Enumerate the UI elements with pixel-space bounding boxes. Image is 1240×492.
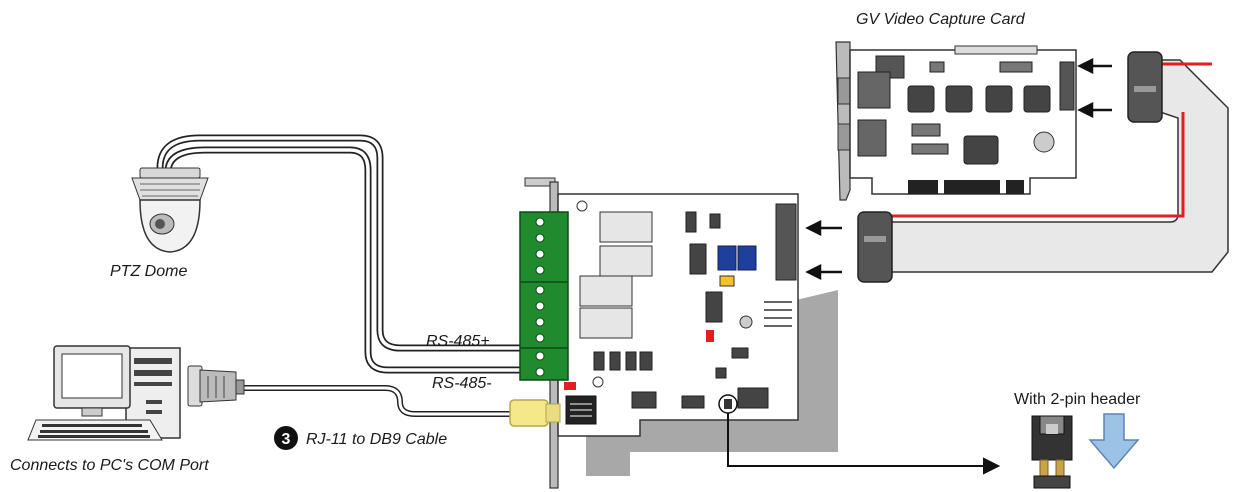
pc-com-port-label: Connects to PC's COM Port xyxy=(10,457,209,474)
rj11-cable-label: RJ-11 to DB9 Cable xyxy=(306,431,447,448)
ptz-cables xyxy=(156,134,529,374)
rj11-plug xyxy=(509,399,561,427)
rs485-plus-label: RS-485+ xyxy=(426,333,490,350)
card-header-connector xyxy=(775,203,797,281)
video-capture-card-label: GV Video Capture Card xyxy=(856,11,1026,28)
desktop-computer-icon xyxy=(27,345,181,441)
ribbon-connector-bottom xyxy=(857,211,893,283)
rj11-db9-cable xyxy=(237,385,515,417)
two-pin-header-label: With 2-pin header xyxy=(1014,391,1141,408)
rs485-minus-label: RS-485- xyxy=(432,375,492,392)
header-callout-line xyxy=(727,413,1001,475)
connector-arrows xyxy=(805,57,1112,281)
ptz-dome-label: PTZ Dome xyxy=(110,263,187,280)
dip-switch-2 xyxy=(737,245,757,271)
gv-net-io-card xyxy=(519,177,838,489)
ptz-dome-camera-icon xyxy=(131,167,209,253)
terminal-block xyxy=(519,211,569,381)
dip-switch-1 xyxy=(717,245,737,271)
gv-video-capture-card xyxy=(835,41,1077,201)
step-number-badge xyxy=(274,426,298,450)
ribbon-red-wire-bottom xyxy=(890,112,1185,218)
ribbon-cable xyxy=(857,51,1229,283)
two-pin-header-detail xyxy=(1031,415,1073,489)
down-arrow-icon xyxy=(1088,413,1140,470)
db9-connector-icon xyxy=(187,365,245,407)
step-number: 3 xyxy=(282,431,291,448)
